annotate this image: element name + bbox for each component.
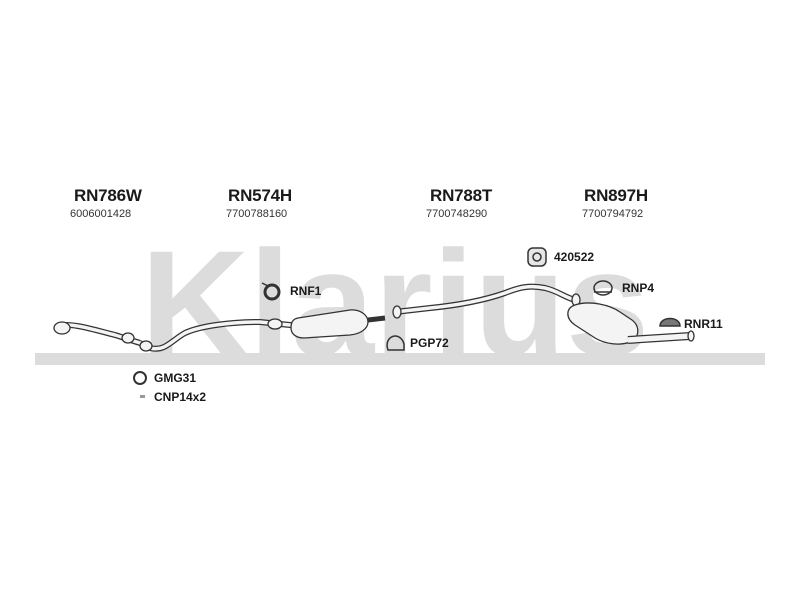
front-pipe-flange	[53, 321, 71, 335]
assembly-code-rn786w: RN786W	[74, 186, 142, 205]
fitting-label-rnp4: RNP4	[622, 281, 655, 295]
assembly-code-rn574h: RN574H	[228, 186, 292, 205]
intermediate-pipe-flange	[139, 340, 153, 352]
rear-tailpipe-end	[687, 330, 695, 342]
fitting-label-rnf1: RNF1	[290, 284, 322, 298]
rn788t-pipe-end	[392, 305, 402, 319]
pgp72-gasket-icon	[386, 335, 405, 351]
fitting-label-pgp72: PGP72	[410, 336, 449, 350]
rnf1-ring-icon	[263, 283, 281, 301]
assembly-number-rn786w: 6006001428	[70, 208, 132, 220]
assembly-code-rn788t: RN788T	[430, 186, 493, 205]
intermediate-pipe-clamp	[267, 318, 283, 330]
gmg31-gasket-icon	[133, 371, 147, 385]
fitting-label-rnr11: RNR11	[684, 317, 723, 331]
assembly-number-rn574h: 7700788160	[226, 208, 288, 220]
cnp14-clip-icon	[140, 395, 145, 398]
rnp4-clamp-icon	[593, 280, 613, 296]
front-pipe-joint	[121, 332, 135, 344]
watermark-underline	[35, 353, 765, 365]
fitting-label-cnp14: CNP14x2	[154, 390, 207, 404]
rnf1-bolt-icon	[261, 282, 269, 287]
assembly-number-rn897h: 7700794792	[582, 208, 644, 220]
mount-420522-icon	[527, 247, 547, 267]
centre-silencer-tail	[367, 315, 386, 323]
rnr11-rubber-icon	[659, 317, 681, 327]
rn788t-pipe-inner	[394, 284, 576, 314]
centre-silencer-part	[290, 309, 369, 339]
rear-tailpipe-inner	[627, 333, 691, 343]
mount-420522-hole	[532, 252, 542, 262]
fitting-label-gmg31: GMG31	[154, 371, 197, 385]
fitting-label-420522: 420522	[554, 250, 595, 264]
assembly-code-rn897h: RN897H	[584, 186, 648, 205]
intermediate-pipe-inner	[139, 320, 301, 351]
assembly-number-rn788t: 7700748290	[426, 208, 488, 220]
